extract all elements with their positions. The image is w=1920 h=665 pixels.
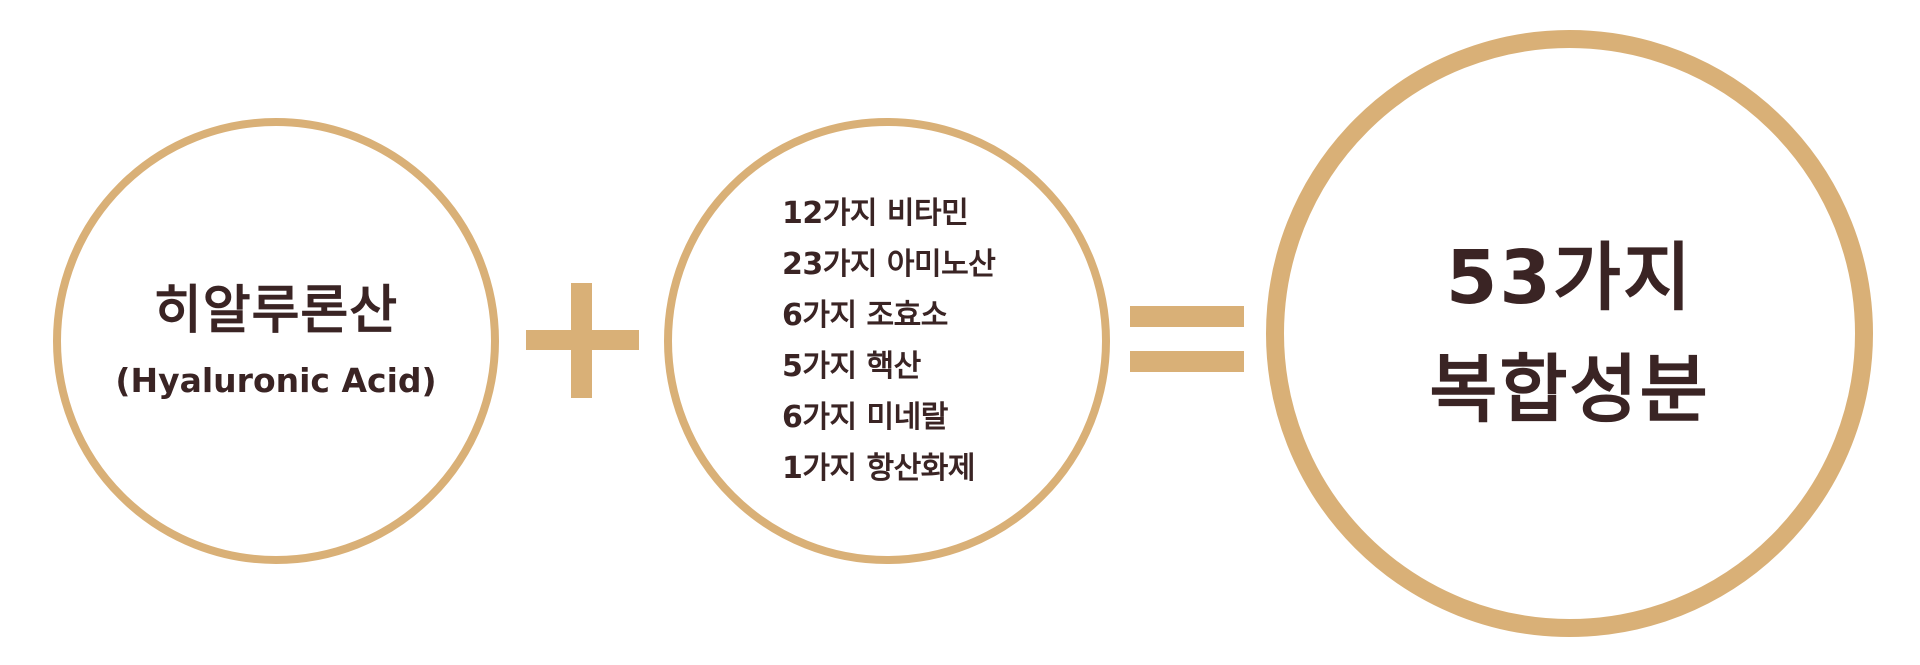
ingredient-item: 23가지 아미노산 bbox=[782, 247, 996, 282]
ingredients-circle: 12가지 비타민 23가지 아미노산 6가지 조효소 5가지 핵산 6가지 미네… bbox=[664, 118, 1110, 564]
hyaluronic-subtitle: (Hyaluronic Acid) bbox=[115, 361, 437, 401]
ingredient-item: 6가지 미네랄 bbox=[782, 400, 948, 435]
ingredient-item: 1가지 항산화제 bbox=[782, 451, 975, 486]
result-count: 53가지 bbox=[1445, 234, 1694, 321]
plus-icon bbox=[526, 283, 639, 398]
result-circle: 53가지 복합성분 bbox=[1266, 30, 1873, 637]
ingredient-item: 5가지 핵산 bbox=[782, 349, 921, 384]
ingredient-item: 12가지 비타민 bbox=[782, 196, 969, 231]
equals-bottom-bar bbox=[1130, 351, 1244, 372]
plus-vertical-bar bbox=[571, 283, 592, 398]
hyaluronic-title: 히알루론산 bbox=[153, 280, 399, 341]
result-label: 복합성분 bbox=[1429, 346, 1710, 433]
equals-top-bar bbox=[1130, 306, 1244, 327]
ingredient-item: 6가지 조효소 bbox=[782, 298, 948, 333]
equals-icon bbox=[1130, 306, 1244, 372]
hyaluronic-circle: 히알루론산 (Hyaluronic Acid) bbox=[53, 118, 499, 564]
